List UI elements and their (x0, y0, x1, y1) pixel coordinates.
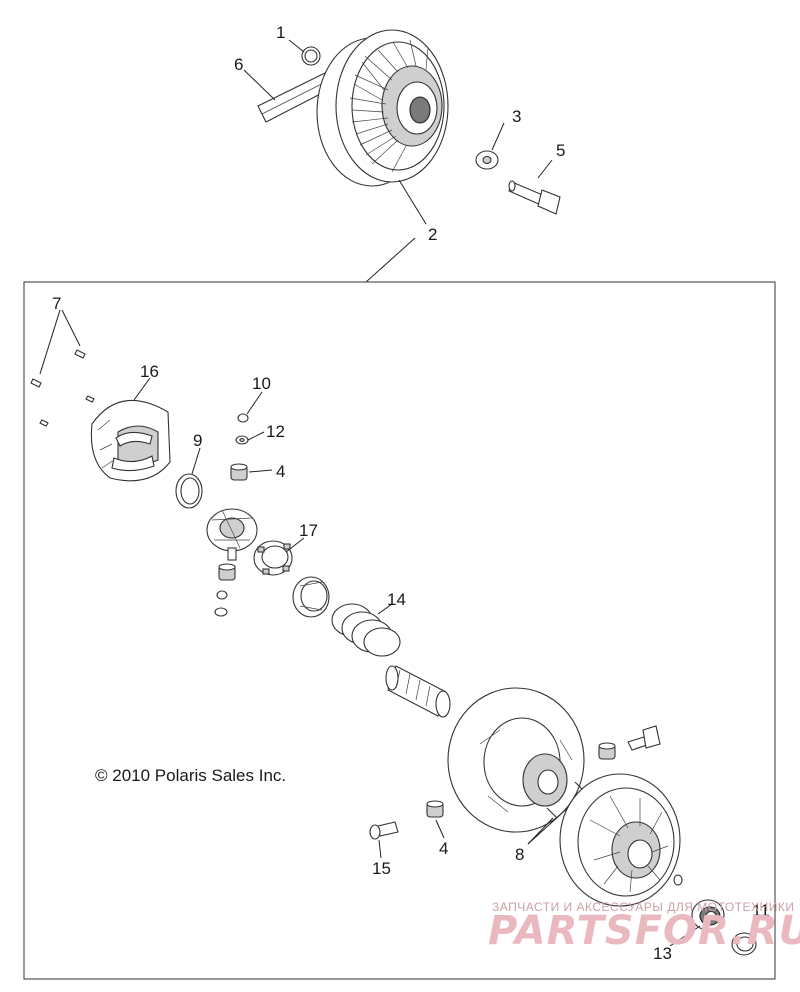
clutch-assembly (316, 29, 449, 187)
callout-7: 7 (52, 294, 61, 313)
spring-seat (292, 576, 330, 618)
snap-ring-9 (175, 473, 203, 509)
roller-4-bottom (426, 800, 444, 818)
watermark-brand: PARTSFOR.RU (488, 908, 800, 954)
clip-10 (237, 413, 249, 423)
bolt-right (627, 725, 661, 751)
spider-cover-16 (90, 399, 171, 482)
screws-7 (30, 349, 95, 427)
roller-4-lower (218, 563, 236, 581)
watermark-tagline: ЗАПЧАСТИ И АКСЕССУАРЫ ДЛЯ МОТОТЕХНИКИ (492, 900, 794, 914)
spring-14 (331, 603, 401, 657)
callout-1: 1 (276, 23, 285, 42)
callout-12: 12 (266, 422, 285, 441)
roller-right (598, 742, 616, 760)
moveable-sheave (447, 687, 585, 833)
roller-4-upper (230, 463, 248, 481)
callout-13: 13 (653, 944, 672, 963)
washer-3 (475, 150, 499, 170)
callout-16: 16 (140, 362, 159, 381)
callout-15: 15 (372, 859, 391, 878)
callout-17: 17 (299, 521, 318, 540)
callout-4-upper: 4 (276, 462, 285, 481)
callout-11: 11 (752, 901, 770, 920)
bolt-5 (508, 180, 561, 215)
callout-2: 2 (428, 225, 437, 244)
sub-assembly-frame (23, 281, 776, 980)
callout-10: 10 (252, 374, 271, 393)
callout-8: 8 (515, 845, 524, 864)
callout-3: 3 (512, 107, 521, 126)
copyright-notice: © 2010 Polaris Sales Inc. (95, 766, 286, 785)
stationary-sheave (559, 773, 683, 907)
snap-ring-11 (731, 932, 757, 956)
washer-12 (235, 435, 249, 445)
spline-sleeve (385, 665, 451, 718)
callout-6: 6 (234, 55, 243, 74)
o-ring-1 (301, 46, 321, 66)
bolt-15 (369, 821, 399, 840)
spider-assembly (206, 508, 258, 561)
bearing-13 (691, 899, 725, 931)
button-ring-17 (253, 540, 293, 576)
callout-9: 9 (193, 431, 202, 450)
callout-4-lower: 4 (439, 839, 448, 858)
callout-14: 14 (387, 590, 406, 609)
pin-clips (214, 590, 228, 617)
callout-5: 5 (556, 141, 565, 160)
